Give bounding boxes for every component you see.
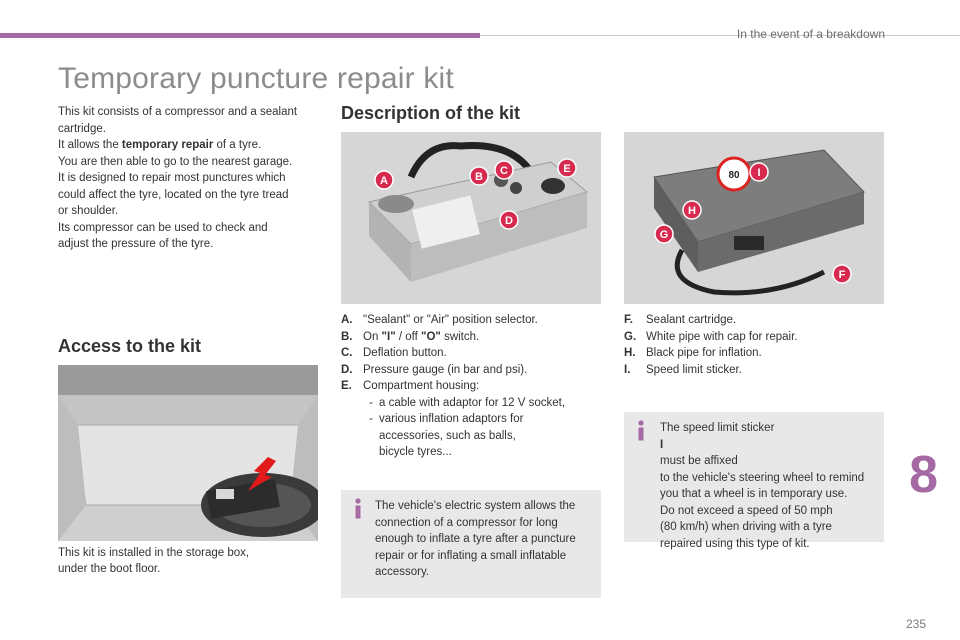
intro-line: It allows the temporary repair of a tyre… bbox=[58, 137, 320, 154]
list-item: C. Deflation button. bbox=[341, 345, 611, 362]
item-text: Compartment housing: bbox=[363, 380, 480, 392]
callout-D: D bbox=[499, 210, 519, 230]
intro-line: This kit consists of a compressor and a … bbox=[58, 106, 298, 118]
item-text: Sealant cartridge. bbox=[646, 314, 737, 326]
item-text: "Sealant" or "Air" position selector. bbox=[363, 314, 538, 326]
compressor-photo-left: A B C D E bbox=[341, 132, 601, 304]
caption-line: This kit is installed in the storage box… bbox=[58, 547, 250, 559]
speed-sticker-value: 80 bbox=[728, 170, 740, 181]
item-text: Pressure gauge (in bar and psi). bbox=[363, 363, 528, 376]
item-key: E. bbox=[341, 380, 352, 392]
note-line: to the vehicle's steering wheel to remin… bbox=[660, 471, 865, 484]
list-item: E. Compartment housing: bbox=[341, 378, 611, 395]
note-line: enough to inflate a tyre after a punctur… bbox=[375, 533, 576, 545]
intro-text: of a tyre. bbox=[213, 139, 262, 151]
sub-list-item: -various inflation adaptors for bbox=[341, 411, 611, 428]
sub-item-continuation: accessories, such as balls, bbox=[379, 429, 516, 442]
header-accent-bar bbox=[0, 33, 480, 38]
caption-line: under the boot floor. bbox=[58, 562, 161, 575]
electric-system-note: The vehicle's electric system allows the… bbox=[341, 490, 601, 598]
sub-item-text: a cable with adaptor for 12 V socket, bbox=[379, 396, 566, 409]
item-key: C. bbox=[341, 347, 353, 359]
intro-line: adjust the pressure of the tyre. bbox=[58, 238, 214, 250]
header-rule bbox=[480, 35, 960, 36]
callout-C: C bbox=[494, 160, 514, 180]
svg-text:A: A bbox=[380, 175, 388, 187]
item-key: I. bbox=[624, 363, 631, 376]
note-line: The vehicle's electric system allows the bbox=[375, 500, 576, 512]
chapter-number: 8 bbox=[909, 446, 938, 504]
speed-limit-note: The speed limit sticker I must be affixe… bbox=[624, 412, 884, 550]
intro-line: Its compressor can be used to check and bbox=[58, 221, 268, 234]
component-list-left: A."Sealant" or "Air" position selector. … bbox=[341, 312, 611, 461]
callout-E: E bbox=[557, 158, 577, 178]
intro-line: could affect the tyre, located on the ty… bbox=[58, 188, 289, 201]
section-title: In the event of a breakdown bbox=[736, 27, 885, 41]
access-heading: Access to the kit bbox=[58, 336, 202, 356]
svg-text:I: I bbox=[757, 167, 760, 179]
callout-G: G bbox=[654, 224, 674, 244]
callout-B: B bbox=[469, 166, 489, 186]
item-text: On "I" / off "O" switch. bbox=[363, 330, 480, 343]
note-line: you that a wheel is in temporary use. bbox=[660, 488, 848, 500]
page-number: 235 bbox=[905, 617, 926, 631]
sub-item-continuation: bicycle tyres... bbox=[379, 446, 452, 458]
list-item: B. On "I" / off "O" switch. bbox=[341, 329, 611, 346]
note-line: (80 km/h) when driving with a tyre bbox=[660, 521, 832, 533]
note-line: repair or for inflating a small inflatab… bbox=[375, 549, 567, 562]
svg-text:C: C bbox=[500, 165, 508, 177]
component-list-right: F. Sealant cartridge. G. White pipe with c… bbox=[624, 312, 884, 378]
info-icon bbox=[638, 420, 644, 441]
item-key: B. bbox=[341, 330, 353, 343]
item-text: Black pipe for inflation. bbox=[646, 347, 762, 359]
note-line: connection of a compressor for long bbox=[375, 516, 558, 529]
list-item: F. Sealant cartridge. bbox=[624, 312, 884, 329]
item-key: H. bbox=[624, 347, 636, 359]
callout-H: H bbox=[682, 200, 702, 220]
intro-bold: temporary repair bbox=[121, 139, 214, 151]
description-heading: Description of the kit bbox=[341, 103, 521, 123]
item-text: Deflation button. bbox=[363, 347, 447, 359]
access-caption: This kit is installed in the storage box… bbox=[58, 546, 298, 577]
item-text: White pipe with cap for repair. bbox=[646, 330, 798, 343]
list-item: D. Pressure gauge (in bar and psi). bbox=[341, 362, 611, 379]
item-key: A. bbox=[341, 314, 353, 326]
boot-storage-photo bbox=[58, 365, 318, 541]
svg-text:E: E bbox=[563, 163, 570, 175]
note-line: repaired using this type of kit. bbox=[660, 537, 810, 550]
svg-text:G: G bbox=[660, 229, 669, 241]
item-key: F. bbox=[624, 314, 633, 326]
svg-text:H: H bbox=[688, 205, 696, 217]
intro-line: cartridge. bbox=[58, 122, 106, 135]
sub-item-text: various inflation adaptors for bbox=[379, 413, 524, 425]
callout-I: I bbox=[749, 162, 769, 182]
intro-line: or shoulder. bbox=[58, 205, 119, 217]
note-line: The speed limit sticker I must be affixe… bbox=[660, 422, 775, 467]
svg-text:D: D bbox=[505, 215, 513, 227]
item-key: D. bbox=[341, 363, 353, 376]
intro-paragraph: This kit consists of a compressor and a … bbox=[58, 104, 320, 253]
list-item: A. "Sealant" or "Air" position selector. bbox=[341, 312, 611, 329]
svg-text:F: F bbox=[839, 269, 846, 281]
sub-list-item: -a cable with adaptor for 12 V socket, bbox=[341, 395, 611, 412]
callout-F: F bbox=[832, 264, 852, 284]
info-icon bbox=[355, 498, 361, 519]
compressor-photo-right: 80 F G H I bbox=[624, 132, 884, 304]
intro-text: It allows the bbox=[58, 139, 122, 151]
list-item: G. White pipe with cap for repair. bbox=[624, 329, 884, 346]
item-key: G. bbox=[624, 330, 637, 343]
note-line: accessory. bbox=[375, 566, 430, 578]
list-item: I. Speed limit sticker. bbox=[624, 362, 884, 379]
svg-text:B: B bbox=[475, 171, 483, 183]
note-line: Do not exceed a speed of 50 mph bbox=[660, 504, 833, 517]
intro-line: You are then able to go to the nearest g… bbox=[58, 155, 293, 168]
callout-A: A bbox=[374, 170, 394, 190]
item-text: Speed limit sticker. bbox=[646, 363, 742, 376]
page-title: Temporary puncture repair kit bbox=[58, 62, 454, 95]
list-item: H. Black pipe for inflation. bbox=[624, 345, 884, 362]
intro-line: It is designed to repair most punctures … bbox=[58, 172, 286, 184]
